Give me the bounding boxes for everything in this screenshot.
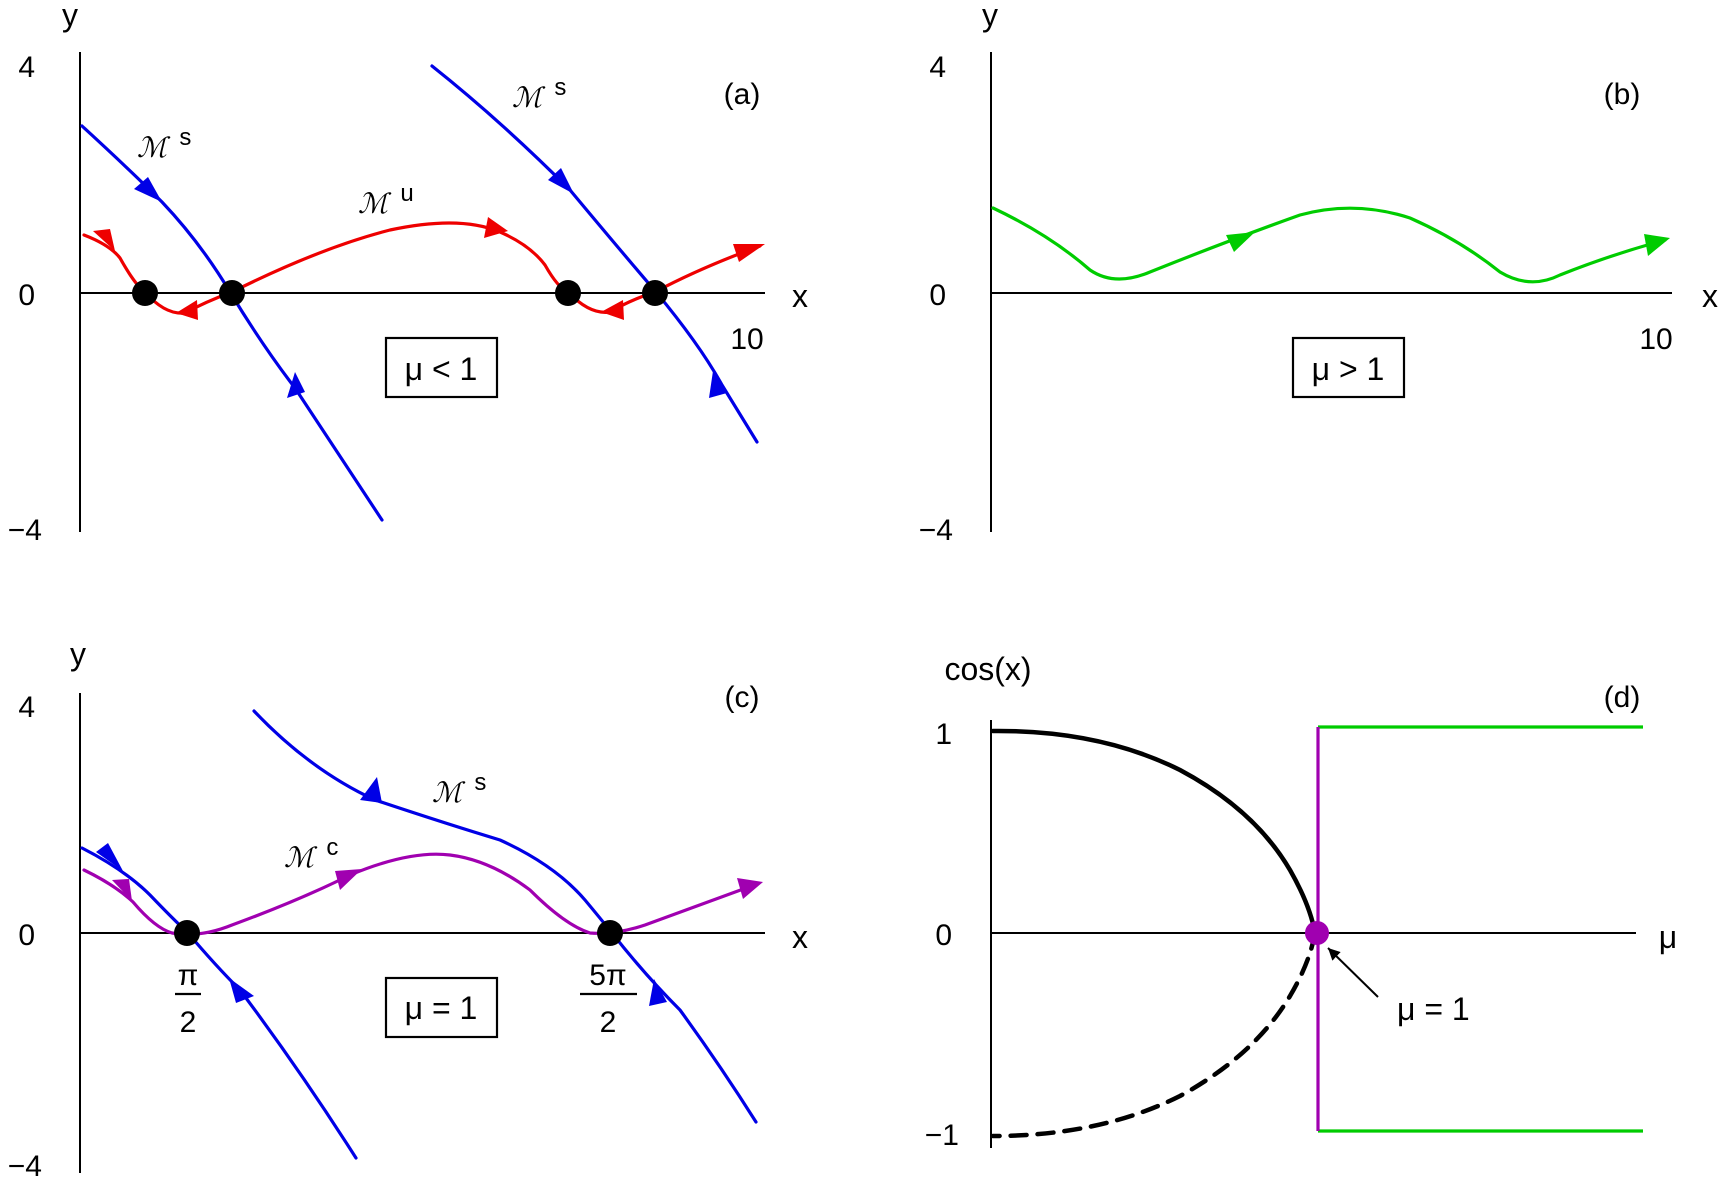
panel-b-orbit-arrow-2 (1644, 234, 1670, 256)
panel-c: y x 4 0 −4 (c) ℳ c ℳ s π (8, 636, 808, 1179)
panel-b-condition-box (1291, 336, 1406, 399)
panel-b-tag: (b) (1604, 78, 1641, 111)
svg-text:2: 2 (180, 1006, 197, 1039)
panel-c-condition-label: μ = 1 (405, 990, 478, 1026)
panel-a-unstable-arrow-5 (733, 244, 765, 262)
panel-c-stable-manifold-left (80, 846, 358, 1160)
panel-c-y-tick-bottom: −4 (8, 1150, 42, 1179)
panel-a-label-ms-left: ℳ s (137, 124, 191, 164)
panel-a-x-tick-ten: 10 (730, 323, 763, 356)
panel-c-stable-arrow-1 (96, 843, 123, 871)
panel-d-y-tick-zero: 0 (935, 919, 952, 952)
panel-a-condition-label: μ < 1 (405, 351, 478, 387)
panel-d-annotation-arrow (1327, 947, 1379, 998)
panel-a-y-tick-top: 4 (18, 51, 35, 84)
panel-a-unstable-arrow-2 (176, 300, 198, 320)
panel-a-y-tick-zero: 0 (18, 279, 35, 312)
panel-c-stable-arrow-3 (360, 777, 382, 803)
panel-c-x-label-5pi-over-2: 5π 2 (580, 959, 637, 1039)
panel-a-stable-manifold-left (80, 124, 384, 522)
panel-b-y-tick-bottom: −4 (919, 514, 953, 547)
panel-d: cos(x) μ 1 0 −1 (d) μ = 1 (925, 651, 1677, 1152)
panel-c-stable-arrow-2 (229, 978, 254, 1003)
svg-text:π: π (178, 959, 199, 992)
panel-d-unstable-branch (990, 930, 1318, 1139)
panel-d-bifurcation-point (1305, 921, 1329, 945)
panel-a-fixed-point-2 (219, 280, 245, 306)
panel-d-y-tick-top: 1 (935, 718, 952, 751)
panel-d-annotation-label: μ = 1 (1397, 991, 1470, 1027)
panel-b: y x 4 0 −4 10 (b) μ > 1 (919, 0, 1718, 547)
panel-c-y-tick-top: 4 (18, 691, 35, 724)
panel-a-stable-manifold-right (430, 64, 759, 444)
panel-c-stable-manifold-right (252, 709, 758, 1124)
svg-text:5π: 5π (589, 959, 626, 992)
panel-c-label-mc: ℳ c (284, 834, 338, 874)
panel-a-stable-arrow-1 (134, 177, 162, 202)
panel-a-x-axis-label: x (792, 278, 808, 314)
panel-c-fixed-point-2 (597, 920, 623, 946)
panel-a-unstable-arrow-1 (93, 229, 115, 251)
panel-a-stable-arrow-4 (709, 371, 727, 398)
panel-c-center-arrow-2 (335, 869, 362, 890)
panel-a-unstable-arrow-3 (484, 217, 508, 238)
panel-d-tag: (d) (1604, 681, 1641, 714)
panel-c-x-label-pi-over-2: π 2 (175, 959, 201, 1039)
panel-a-fixed-point-1 (132, 280, 158, 306)
panel-c-center-arrow-3 (737, 878, 763, 899)
panel-b-y-axis-label: y (982, 0, 998, 33)
panel-d-y-tick-bottom: −1 (925, 1119, 959, 1152)
panel-a-label-mu: ℳ u (358, 180, 414, 220)
panel-c-fixed-point-1 (174, 920, 200, 946)
panel-c-stable-arrow-4 (649, 979, 667, 1006)
panel-c-y-axis-label: y (70, 636, 86, 672)
panel-a-condition-box (384, 336, 499, 399)
panel-a-unstable-arrow-4 (601, 300, 624, 320)
panel-c-y-tick-zero: 0 (18, 919, 35, 952)
panel-d-stable-branch (990, 728, 1318, 936)
panel-d-x-axis-label: μ (1659, 919, 1677, 955)
panel-a-stable-arrow-2 (287, 372, 305, 398)
panel-b-orbit-arrow-1 (1226, 232, 1255, 252)
svg-text:2: 2 (600, 1006, 617, 1039)
panel-a: y x 4 0 −4 10 (a) ℳ s ℳ (8, 0, 808, 547)
panel-c-label-ms: ℳ s (432, 769, 486, 809)
panel-a-fixed-point-4 (642, 280, 668, 306)
panel-b-condition-label: μ > 1 (1312, 351, 1385, 387)
panel-b-x-tick-ten: 10 (1639, 323, 1672, 356)
panel-a-tag: (a) (724, 78, 761, 111)
panel-b-y-tick-top: 4 (929, 51, 946, 84)
panel-b-x-axis-label: x (1702, 278, 1718, 314)
panel-c-condition-box (384, 976, 499, 1039)
panel-c-x-axis-label: x (792, 919, 808, 955)
panel-d-y-axis-label: cos(x) (944, 651, 1031, 687)
panel-a-y-tick-bottom: −4 (8, 514, 42, 547)
panel-b-orbit (991, 206, 1667, 284)
panel-c-tag: (c) (725, 681, 760, 714)
panel-a-y-axis-label: y (62, 0, 78, 33)
panel-a-fixed-point-3 (555, 280, 581, 306)
panel-b-y-tick-zero: 0 (929, 279, 946, 312)
panel-c-center-arrow-1 (112, 879, 132, 901)
panel-a-label-ms-right: ℳ s (512, 74, 566, 114)
panel-a-stable-arrow-3 (548, 168, 574, 194)
